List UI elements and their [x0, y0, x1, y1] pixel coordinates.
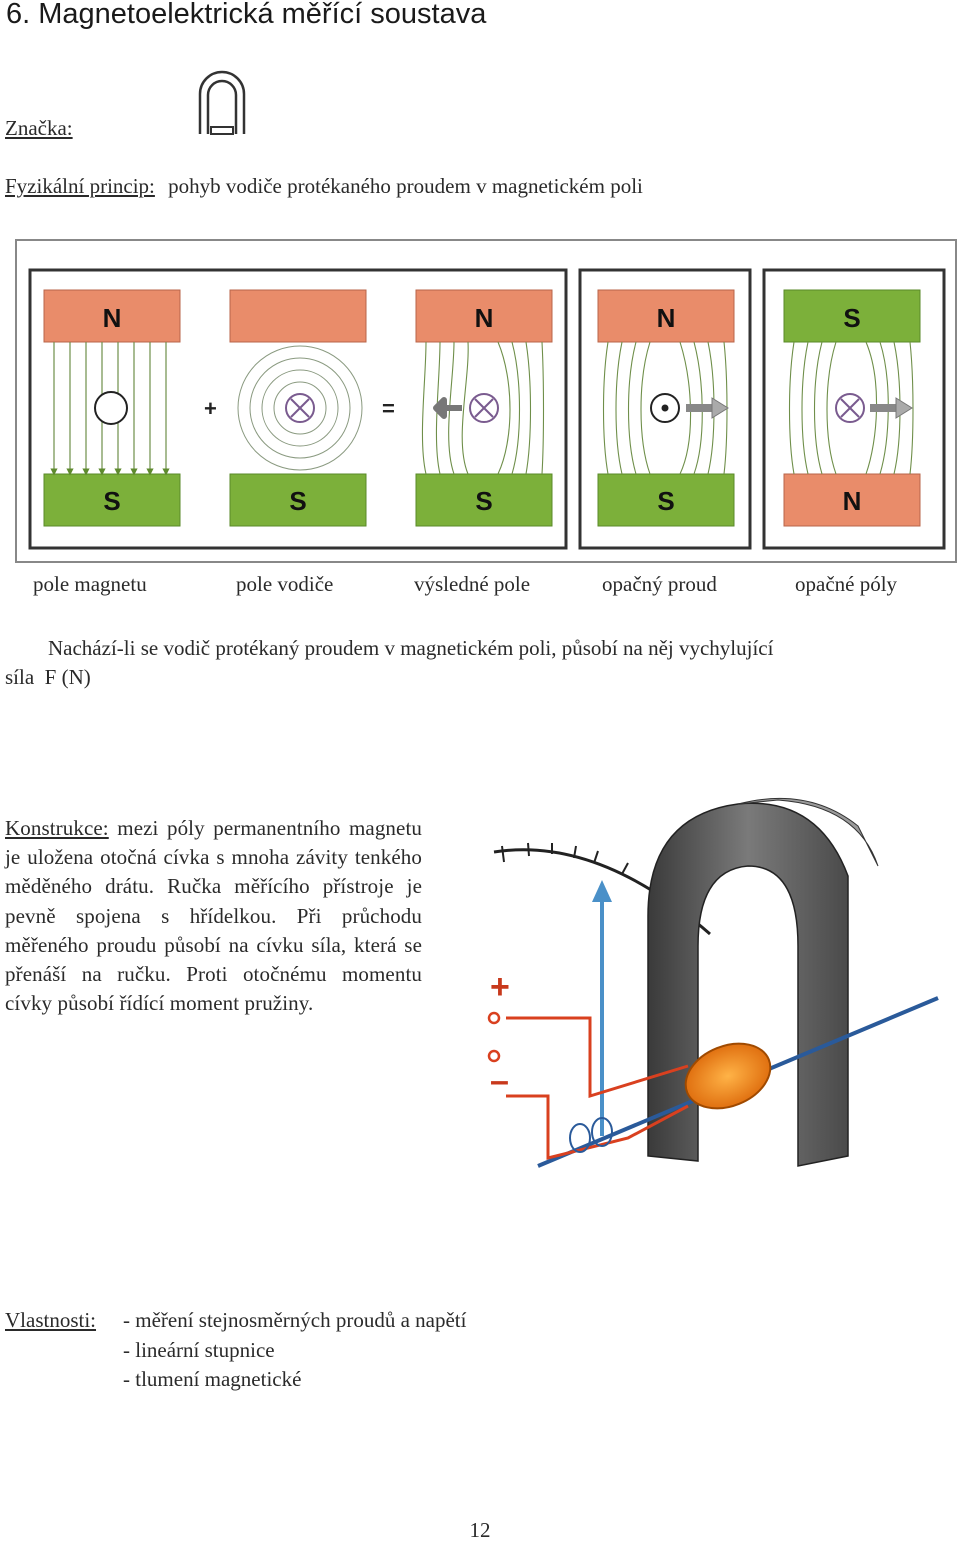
rotating-coil [684, 1042, 772, 1110]
principle-row: Fyzikální princip: pohyb vodiče protékan… [5, 174, 643, 199]
equals-sign: = [382, 396, 395, 421]
pole-label: S [843, 303, 860, 333]
principle-text: pohyb vodiče protékaného proudem v magne… [168, 174, 643, 198]
page-title: 6. Magnetoelektrická měřící soustava [6, 0, 487, 30]
plus-sign: + [204, 396, 217, 421]
pole-label: N [657, 303, 676, 333]
pole-label: N [843, 486, 862, 516]
property-item: - tlumení magnetické [123, 1367, 302, 1391]
panel-resulting-field [415, 289, 553, 527]
force-arrow-left-icon [433, 397, 462, 419]
pole-label: S [475, 486, 492, 516]
pole-label: N [475, 303, 494, 333]
caption-opposite-current: opačný proud [602, 572, 717, 596]
moving-coil-instrument-illustration: + – [487, 797, 939, 1168]
construction-text: mezi póly permanentního magnetu je ulože… [5, 816, 422, 1016]
terminal-minus-label: – [490, 1062, 509, 1100]
spring-icon [569, 1123, 591, 1153]
caption-conductor-field: pole vodiče [236, 572, 334, 596]
principle-label: Fyzikální princip: [5, 174, 155, 198]
properties-label: Vlastnosti: [5, 1308, 97, 1332]
panel-opposite-poles [783, 289, 921, 527]
pole-label: S [657, 486, 674, 516]
caption-resulting-field: výsledné pole [414, 572, 531, 596]
panel-magnet-field [43, 289, 181, 527]
construction-paragraph: Konstrukce: mezi póly permanentního magn… [5, 814, 422, 1018]
property-item: - lineární stupnice [123, 1337, 275, 1362]
force-statement-line1: Nachází-li se vodič protékaný proudem v … [48, 636, 774, 660]
construction-label: Konstrukce: [5, 816, 109, 840]
properties-section: Vlastnosti: - měření stejnosměrných proud… [5, 1306, 466, 1395]
terminal-plus-label: + [490, 968, 510, 1006]
magnetic-field-diagram: + = [15, 239, 957, 563]
moving-coil-symbol-icon [198, 70, 246, 135]
pole-label: N [103, 303, 122, 333]
panel-conductor-field [229, 289, 367, 527]
page-number: 12 [469, 1518, 491, 1542]
force-arrow-right-icon [711, 397, 729, 419]
caption-magnet-field: pole magnetu [33, 572, 147, 596]
terminal-minus-icon [487, 1049, 501, 1063]
terminal-plus-icon [487, 1011, 501, 1025]
panel-opposite-current [597, 289, 735, 527]
caption-opposite-poles: opačné póly [795, 572, 898, 596]
property-item: - měření stejnosměrných proudů a napětí [123, 1308, 467, 1332]
pole-label: S [103, 486, 120, 516]
pole-label: S [289, 486, 306, 516]
symbol-label: Značka: [5, 116, 73, 140]
force-statement-line2: síla F (N) [5, 665, 91, 689]
force-arrow-right-icon [895, 397, 913, 419]
